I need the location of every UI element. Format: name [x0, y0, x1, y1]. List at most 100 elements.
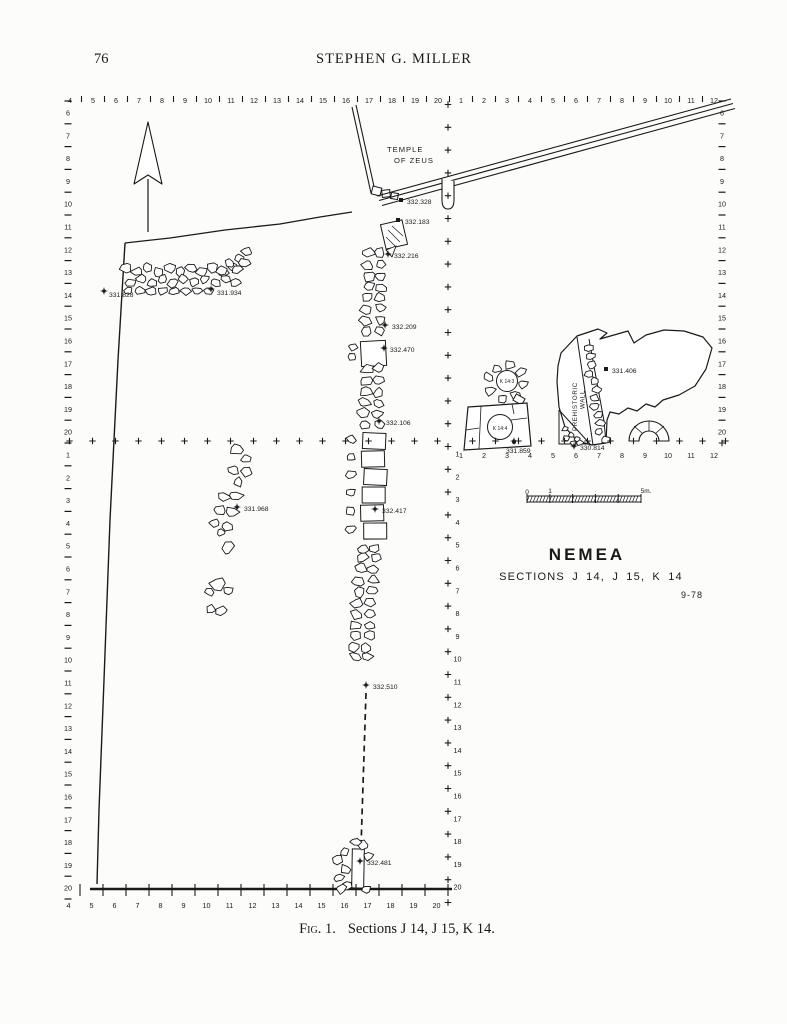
- svg-text:332.481: 332.481: [367, 860, 392, 867]
- svg-text:20: 20: [434, 96, 442, 105]
- svg-text:8: 8: [720, 154, 724, 163]
- svg-text:4: 4: [66, 519, 70, 528]
- svg-text:13: 13: [718, 268, 726, 277]
- svg-text:7: 7: [597, 96, 601, 105]
- svg-text:12: 12: [710, 451, 718, 460]
- svg-text:11: 11: [226, 901, 233, 910]
- svg-text:20: 20: [433, 901, 441, 910]
- svg-text:10: 10: [664, 451, 672, 460]
- svg-text:15: 15: [64, 314, 72, 323]
- plan-date: 9-78: [681, 590, 703, 600]
- svg-text:332.417: 332.417: [382, 508, 407, 515]
- svg-text:18: 18: [388, 96, 396, 105]
- svg-text:4: 4: [528, 451, 532, 460]
- svg-text:12: 12: [64, 701, 72, 710]
- svg-text:13: 13: [64, 268, 72, 277]
- svg-text:7: 7: [597, 451, 601, 460]
- svg-text:16: 16: [342, 96, 350, 105]
- svg-text:17: 17: [64, 815, 72, 824]
- site-title: NEMEA: [549, 545, 625, 564]
- sections-subtitle: SECTIONS J 14, J 15, K 14: [499, 571, 683, 583]
- svg-text:17: 17: [364, 901, 372, 910]
- svg-text:332.183: 332.183: [405, 219, 430, 226]
- svg-text:3: 3: [505, 451, 509, 460]
- svg-text:16: 16: [718, 337, 726, 346]
- svg-text:4: 4: [67, 901, 71, 910]
- temple-label-line2: OF ZEUS: [394, 156, 434, 165]
- caption-text: Sections J 14, J 15, K 14.: [348, 921, 495, 937]
- prehistoric-wall-line2: WALL: [580, 390, 587, 409]
- svg-text:10: 10: [718, 200, 726, 209]
- running-head: STEPHEN G. MILLER: [316, 51, 472, 67]
- svg-text:19: 19: [64, 405, 72, 414]
- svg-text:8: 8: [620, 451, 624, 460]
- svg-text:12: 12: [250, 96, 258, 105]
- prehistoric-wall-label: PREHISTORIC WALL: [572, 382, 587, 431]
- svg-text:6: 6: [456, 564, 460, 573]
- svg-text:332.106: 332.106: [386, 420, 411, 427]
- svg-text:8: 8: [456, 609, 460, 618]
- svg-text:9: 9: [643, 451, 647, 460]
- svg-text:9: 9: [182, 901, 186, 910]
- svg-text:8: 8: [66, 610, 70, 619]
- svg-text:15: 15: [454, 769, 462, 778]
- svg-text:3: 3: [505, 96, 509, 105]
- svg-text:9: 9: [66, 177, 70, 186]
- grid-cross-row: [66, 437, 729, 445]
- svg-text:12: 12: [454, 700, 462, 709]
- svg-text:17: 17: [718, 359, 726, 368]
- svg-text:14: 14: [454, 746, 462, 755]
- svg-text:7: 7: [137, 96, 141, 105]
- svg-text:17: 17: [365, 96, 373, 105]
- svg-text:20: 20: [64, 428, 72, 437]
- svg-text:6: 6: [66, 109, 70, 118]
- svg-text:2: 2: [482, 96, 486, 105]
- svg-text:7: 7: [136, 901, 140, 910]
- svg-text:10: 10: [203, 901, 211, 910]
- feature-label-k14-3: K 14:3: [500, 379, 515, 385]
- svg-text:14: 14: [295, 901, 303, 910]
- svg-text:7: 7: [456, 586, 460, 595]
- svg-text:8: 8: [160, 96, 164, 105]
- svg-text:10: 10: [64, 200, 72, 209]
- svg-text:13: 13: [272, 901, 280, 910]
- svg-text:1: 1: [459, 96, 463, 105]
- svg-text:8: 8: [66, 154, 70, 163]
- svg-text:18: 18: [387, 901, 395, 910]
- scattered-stones: [204, 443, 253, 617]
- north-arrow: [133, 121, 163, 232]
- svg-text:12: 12: [249, 901, 257, 910]
- svg-text:8: 8: [159, 901, 163, 910]
- svg-text:332.328: 332.328: [407, 199, 432, 206]
- svg-text:12: 12: [718, 245, 726, 254]
- svg-text:11: 11: [687, 451, 694, 460]
- svg-text:17: 17: [64, 359, 72, 368]
- svg-text:2: 2: [482, 451, 486, 460]
- svg-text:13: 13: [273, 96, 281, 105]
- svg-text:20: 20: [64, 884, 72, 893]
- svg-text:1: 1: [66, 451, 70, 460]
- svg-text:1: 1: [459, 451, 463, 460]
- site-plan-artwork: 4567891011121314151617181920123456789101…: [64, 96, 736, 910]
- svg-text:17: 17: [454, 814, 462, 823]
- svg-text:332.209: 332.209: [392, 324, 417, 331]
- svg-text:19: 19: [410, 901, 418, 910]
- svg-text:11: 11: [227, 96, 234, 105]
- excavation-boundary: [90, 211, 452, 891]
- svg-text:20: 20: [454, 883, 462, 892]
- svg-text:16: 16: [64, 793, 72, 802]
- svg-text:14: 14: [718, 291, 726, 300]
- svg-text:18: 18: [718, 382, 726, 391]
- svg-text:12: 12: [64, 245, 72, 254]
- scale-bar: [526, 494, 642, 503]
- svg-text:11: 11: [64, 223, 71, 232]
- svg-text:5: 5: [551, 96, 555, 105]
- svg-text:18: 18: [454, 837, 462, 846]
- svg-text:16: 16: [64, 337, 72, 346]
- svg-text:331.934: 331.934: [217, 290, 242, 297]
- svg-text:18: 18: [64, 838, 72, 847]
- svg-text:9: 9: [66, 633, 70, 642]
- feature-label-k14-4: K 14:4: [493, 426, 508, 432]
- svg-text:20: 20: [718, 428, 726, 437]
